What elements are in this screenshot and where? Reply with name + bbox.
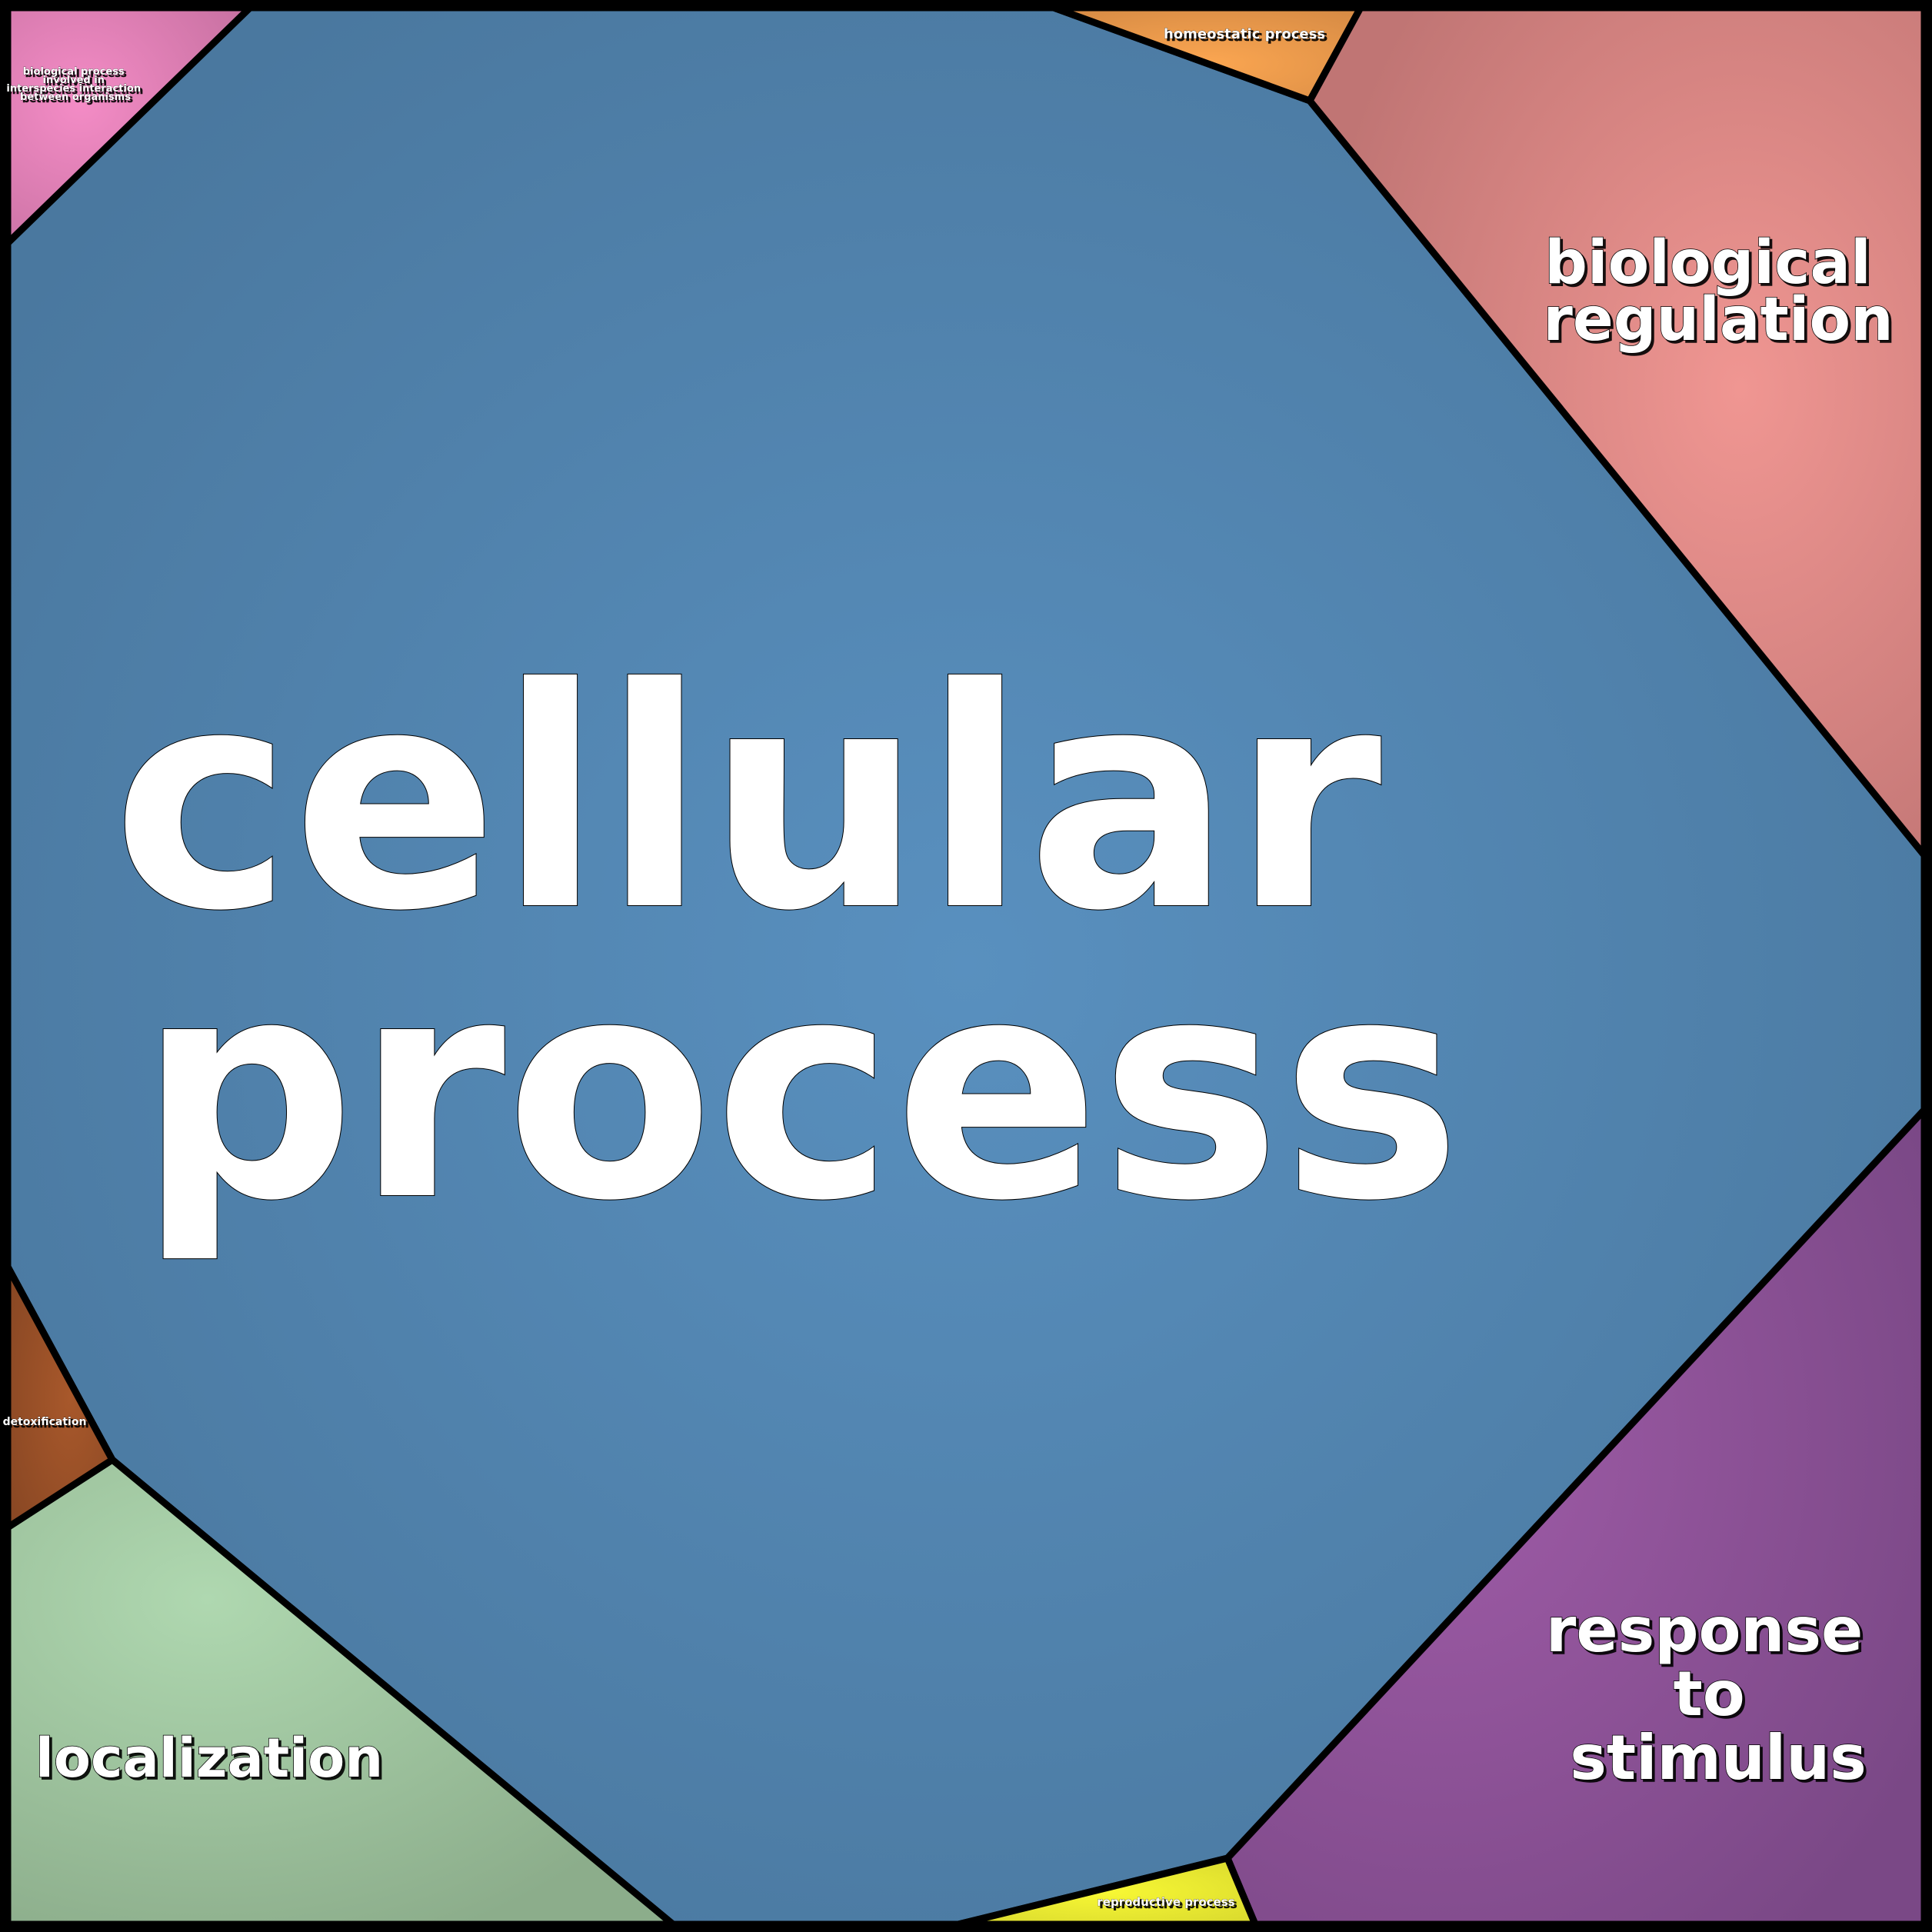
label-cellular-process: cellular process xyxy=(112,624,1487,1267)
label-reproductive-process: reproductive process xyxy=(1097,1895,1234,1909)
label-interspecies-interaction: biological process involved in interspec… xyxy=(6,66,144,103)
label-localization: localization xyxy=(35,1727,383,1790)
label-homeostatic-process: homeostatic process xyxy=(1164,26,1325,42)
label-biological-regulation: biological regulation xyxy=(1543,228,1893,355)
label-detoxification: detoxification xyxy=(3,1416,87,1428)
label-response-to-stimulus: response to stimulus xyxy=(1546,1594,1884,1794)
